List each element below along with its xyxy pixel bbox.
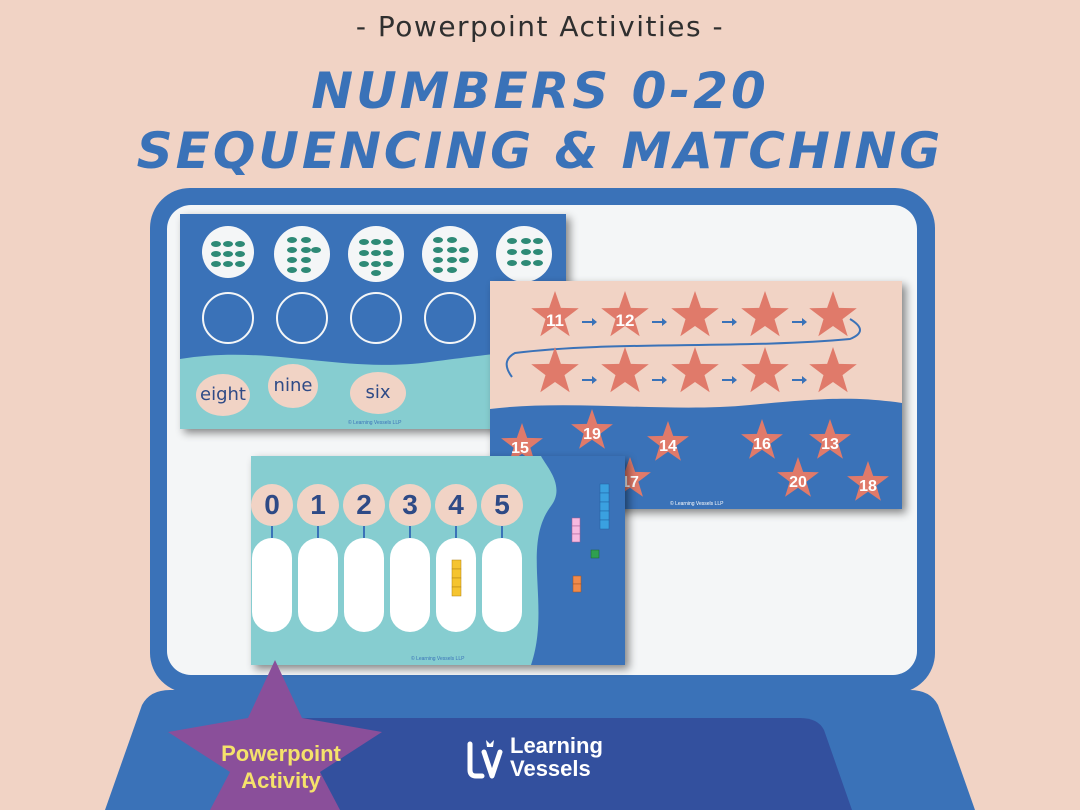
fish-icon [507,238,543,266]
sequence-star[interactable] [809,291,857,337]
connector-line [271,526,273,538]
star-number: 12 [616,311,635,330]
star-number: 15 [511,440,529,457]
connector-line [363,526,365,538]
number-bubble-5: 5 [481,484,523,526]
top-label: - Powerpoint Activities - [355,10,725,43]
slide-fish-matching[interactable]: eight nine six © Learning Vessels LLP [180,214,566,429]
word-card-nine[interactable]: nine [268,364,318,408]
star-number: 13 [821,436,839,453]
number-bubble-3: 3 [389,484,431,526]
brand-name: Learning Vessels [510,734,603,780]
sequence-star[interactable] [671,291,719,337]
sequence-star[interactable] [741,291,789,337]
fish-circle [496,226,552,282]
star-number: 20 [789,474,807,491]
brand-line-2: Vessels [510,756,591,781]
activity-badge-label: Powerpoint Activity [196,740,366,794]
blocks-area [451,456,625,665]
connector-line [317,526,319,538]
connector-line [501,526,503,538]
fish-circle [202,226,254,278]
number-bubble-0: 0 [251,484,293,526]
fish-icon [287,237,321,273]
lv-logo-icon [467,740,503,779]
sequence-star[interactable] [601,347,649,393]
drop-slot-2[interactable] [344,538,384,632]
word-card-six[interactable]: six [350,372,406,414]
number-bubble-2: 2 [343,484,385,526]
copyright-text: © Learning Vessels LLP [670,500,724,507]
star-number: 16 [753,436,771,453]
star-number: 17 [621,474,639,491]
connector-line [409,526,411,538]
empty-drop-circle[interactable] [202,292,254,344]
number-bubble-1: 1 [297,484,339,526]
empty-drop-circle[interactable] [350,292,402,344]
fish-circle [274,226,330,282]
fish-icon [211,241,245,267]
drop-slot-0[interactable] [252,538,292,632]
drop-slot-3[interactable] [390,538,430,632]
empty-drop-circle[interactable] [424,292,476,344]
fish-circle [422,226,478,282]
drop-slot-5[interactable] [482,538,522,632]
star-number: 19 [583,426,601,443]
slide-number-blocks[interactable]: 0 1 2 3 4 5 © Learning Vessels LLP [251,456,625,665]
connector-line [455,526,457,538]
badge-line-1: Powerpoint [221,741,341,766]
title-line-2: SEQUENCING & MATCHING [136,122,944,180]
title-line-1: NUMBERS 0-20 [311,62,769,120]
star-number: 11 [546,311,564,330]
copyright-text: © Learning Vessels LLP [348,420,402,426]
brand-line-1: Learning [510,733,603,758]
fish-icon [433,237,469,273]
fish-circle [348,226,404,282]
number-bubble-4: 4 [435,484,477,526]
drop-slot-1[interactable] [298,538,338,632]
word-card-eight[interactable]: eight [196,374,250,416]
sequence-star[interactable] [531,347,579,393]
star-number: 14 [659,438,677,455]
sequence-star[interactable] [741,347,789,393]
star-number: 18 [859,478,877,495]
fish-icon [359,239,393,276]
sequence-star[interactable] [671,347,719,393]
activity-badge-star [168,660,382,810]
copyright-text: © Learning Vessels LLP [411,656,465,662]
badge-line-2: Activity [241,768,321,793]
empty-drop-circle[interactable] [276,292,328,344]
drop-slot-4[interactable] [436,538,476,632]
sequence-star[interactable] [809,347,857,393]
arrow-icon [582,318,807,384]
